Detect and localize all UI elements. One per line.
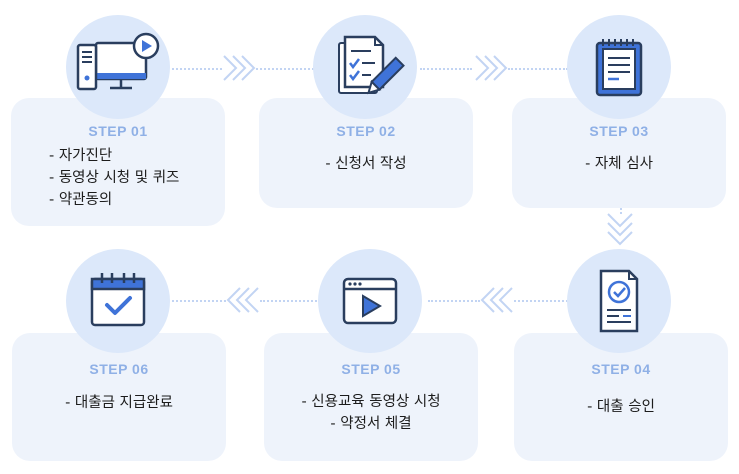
approved-document-icon	[599, 269, 639, 333]
step-card: STEP 05 - 신용교육 동영상 시청 - 약정서 체결	[264, 333, 478, 461]
step-title: STEP 05	[341, 361, 401, 377]
step-description: - 신청서 작성	[259, 153, 473, 175]
step-icon-circle	[567, 15, 671, 119]
step-icon-circle	[66, 249, 170, 353]
step-icon-circle	[313, 15, 417, 119]
step-description: - 대출금 지급완료	[12, 392, 226, 414]
step-item: - 자체 심사	[585, 156, 653, 172]
step-description: - 자가진단 - 동영상 시청 및 퀴즈 - 약관동의	[11, 145, 225, 211]
computer-video-icon	[76, 32, 160, 91]
step-title: STEP 06	[89, 361, 149, 377]
step-card: STEP 06 - 대출금 지급완료	[12, 333, 226, 461]
application-form-icon	[338, 35, 405, 95]
step-title: STEP 04	[591, 361, 651, 377]
step-item: - 신용교육 동영상 시청	[301, 394, 441, 410]
video-player-icon	[342, 277, 398, 325]
step-title: STEP 01	[88, 123, 148, 139]
step-card: STEP 01 - 자가진단 - 동영상 시청 및 퀴즈 - 약관동의	[11, 98, 225, 226]
step-icon-circle	[567, 249, 671, 353]
step-item: - 약정서 체결	[330, 416, 412, 432]
review-notepad-icon	[595, 39, 643, 97]
step-item: - 동영상 시청 및 퀴즈	[49, 170, 180, 186]
step-description: - 신용교육 동영상 시청 - 약정서 체결	[264, 391, 478, 435]
step-card: STEP 04 - 대출 승인	[514, 333, 728, 461]
step-description: - 대출 승인	[514, 396, 728, 418]
step-icon-circle	[66, 15, 170, 119]
step-item: - 신청서 작성	[325, 156, 407, 172]
calendar-check-icon	[90, 273, 146, 327]
step-item: - 약관동의	[49, 192, 113, 208]
step-title: STEP 03	[589, 123, 649, 139]
step-icon-circle	[318, 249, 422, 353]
step-item: - 대출 승인	[587, 399, 655, 415]
step-item: - 대출금 지급완료	[65, 395, 173, 411]
step-item: - 자가진단	[49, 148, 113, 164]
step-description: - 자체 심사	[512, 153, 726, 175]
step-title: STEP 02	[336, 123, 396, 139]
